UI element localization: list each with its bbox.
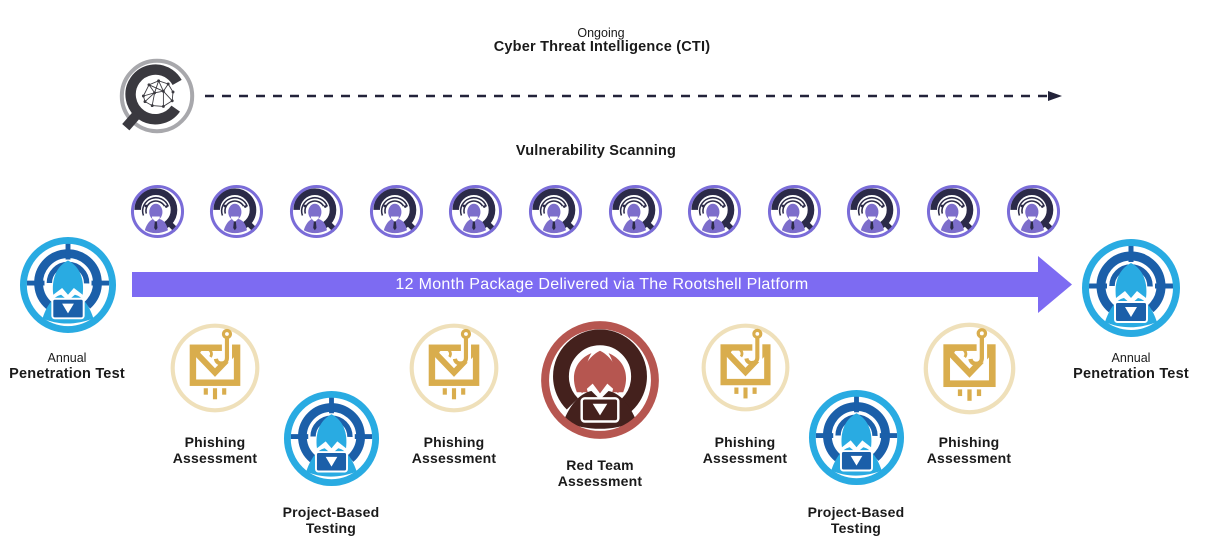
cti-qualifier-label: Ongoing <box>577 26 625 40</box>
vulnerability-scan-analyst-icon <box>687 184 742 239</box>
timeline-item-label-line2: Assessment <box>172 450 258 466</box>
phishing-hook-envelope-icon <box>922 321 1017 416</box>
annual-pentest-left-label: Annual Penetration Test <box>0 351 167 383</box>
timeline-item-label-line2: Assessment <box>926 450 1012 466</box>
cti-magnifier-brain-icon <box>117 56 197 136</box>
vulnerability-scan-analyst-icon <box>1006 184 1061 239</box>
timeline-item-label-line2: Assessment <box>702 450 788 466</box>
timeline-item-label-line1: Phishing <box>184 434 246 450</box>
pentest-target-hacker-icon <box>808 389 905 486</box>
timeline-item-label-line2: Assessment <box>411 450 497 466</box>
annual-pentest-right-label: Annual Penetration Test <box>1031 351 1210 383</box>
cti-title: Cyber Threat Intelligence (CTI) <box>493 39 711 55</box>
vulnerability-scan-analyst-icon <box>767 184 822 239</box>
timeline-item-label-line1: Phishing <box>714 434 776 450</box>
timeline-item-label-line1: Project-Based <box>807 504 905 520</box>
timeline-item-label-line2: Assessment <box>557 473 643 489</box>
timeline-item-label-line1: Phishing <box>938 434 1000 450</box>
cti-timeline-dashed-arrow <box>205 91 1062 101</box>
vulnerability-scan-analyst-icon <box>289 184 344 239</box>
phishing-hook-envelope-icon <box>408 322 500 414</box>
vulnerability-scanning-label: Vulnerability Scanning <box>515 143 677 159</box>
vulnerability-scan-analyst-icon <box>926 184 981 239</box>
vulnerability-scan-analyst-icon <box>528 184 583 239</box>
vulnerability-scan-analyst-icon <box>608 184 663 239</box>
package-banner-label: 12 Month Package Delivered via The Roots… <box>395 276 809 293</box>
vulnerability-scan-analyst-icon <box>209 184 264 239</box>
vulnerability-scan-analyst-icon <box>369 184 424 239</box>
pentest-target-hacker-icon <box>283 390 380 487</box>
annual-pentest-left-line1: Annual <box>47 351 87 365</box>
vulnerability-scan-analyst-icon <box>448 184 503 239</box>
annual-pentest-left-line2: Penetration Test <box>9 366 125 382</box>
redteam-hooded-team-icon <box>539 319 661 441</box>
package-banner-arrow <box>132 256 1072 313</box>
vulnerability-scan-analyst-icon <box>846 184 901 239</box>
timeline-item-label-line2: Testing <box>305 520 357 536</box>
phishing-hook-envelope-icon <box>169 322 261 414</box>
phishing-hook-envelope-icon <box>700 322 791 413</box>
timeline-item-label-line2: Testing <box>830 520 882 536</box>
timeline-item-label-line1: Project-Based <box>282 504 380 520</box>
timeline-item-label-line1: Phishing <box>423 434 485 450</box>
timeline-item-label-line1: Red Team <box>566 457 634 473</box>
vulnerability-scan-analyst-icon <box>130 184 185 239</box>
annual-pentest-right-icon <box>1081 238 1181 338</box>
annual-pentest-right-line2: Penetration Test <box>1073 366 1189 382</box>
annual-pentest-right-line1: Annual <box>1111 351 1151 365</box>
annual-pentest-left-icon <box>19 236 117 334</box>
